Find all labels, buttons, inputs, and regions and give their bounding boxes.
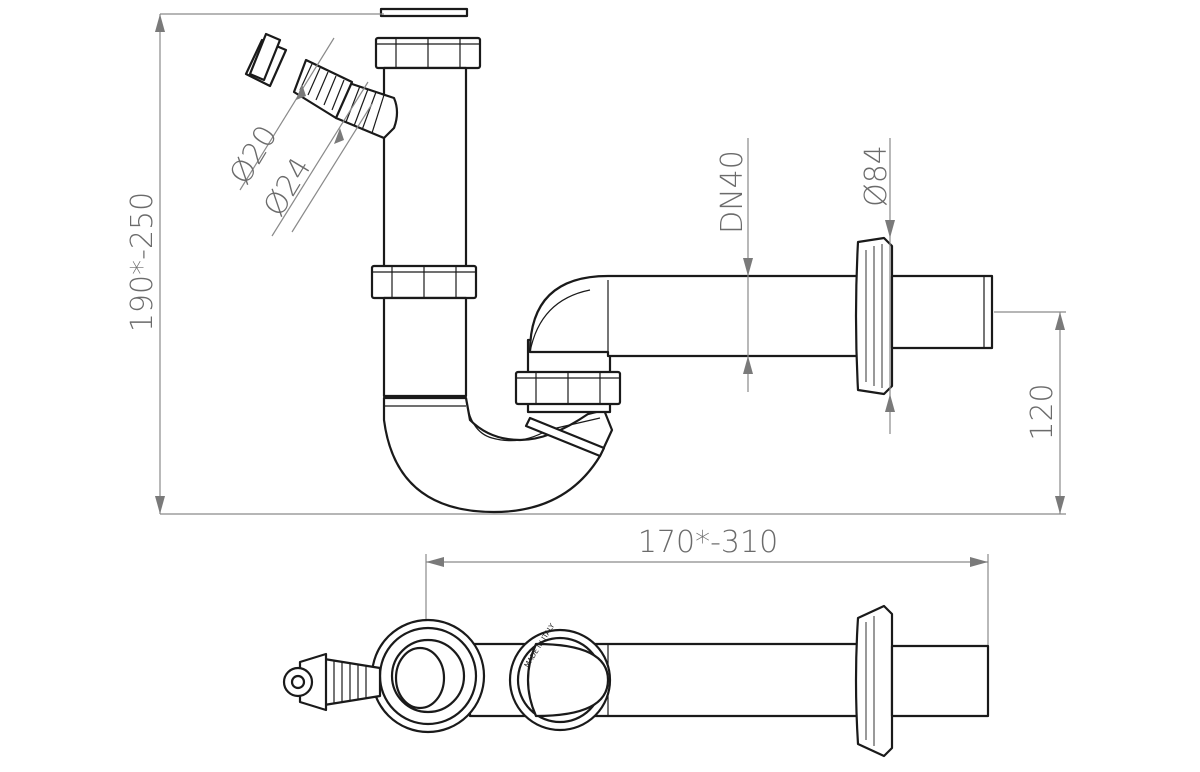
wall-flange	[854, 236, 894, 396]
top-view: MADE IN ITALY	[282, 604, 990, 758]
lower-vertical-pipe	[382, 296, 468, 398]
height-range-label: 190*-250	[125, 192, 160, 332]
pipe-size-label: DN40	[715, 150, 750, 234]
top-view-vertical-ring	[370, 618, 486, 734]
top-nut	[374, 36, 482, 70]
top-view-flange	[854, 604, 894, 758]
top-view-elbow-ring: MADE IN ITALY	[508, 622, 612, 732]
front-view	[244, 7, 994, 514]
side-inlet	[292, 58, 399, 140]
top-view-outlet-tube	[890, 644, 990, 718]
u-trap	[382, 396, 614, 514]
cleanout-clip	[524, 416, 606, 458]
length-range-label: 170*-310	[638, 525, 778, 560]
outlet-tube	[890, 274, 994, 350]
dimensions-front: 190*-250 Ø20 Ø24 DN40 Ø84 120	[125, 13, 1066, 515]
top-washer	[379, 7, 469, 18]
middle-nut	[370, 264, 478, 300]
right-nut	[514, 370, 622, 406]
elbow-outlet	[528, 274, 868, 358]
top-view-side-inlet	[282, 652, 382, 712]
inlet-cap	[244, 32, 288, 88]
flange-diameter-label: Ø84	[859, 145, 894, 207]
vertical-tailpiece	[382, 66, 468, 270]
outlet-height-label: 120	[1025, 383, 1060, 440]
dimension-length: 170*-310	[425, 525, 989, 680]
